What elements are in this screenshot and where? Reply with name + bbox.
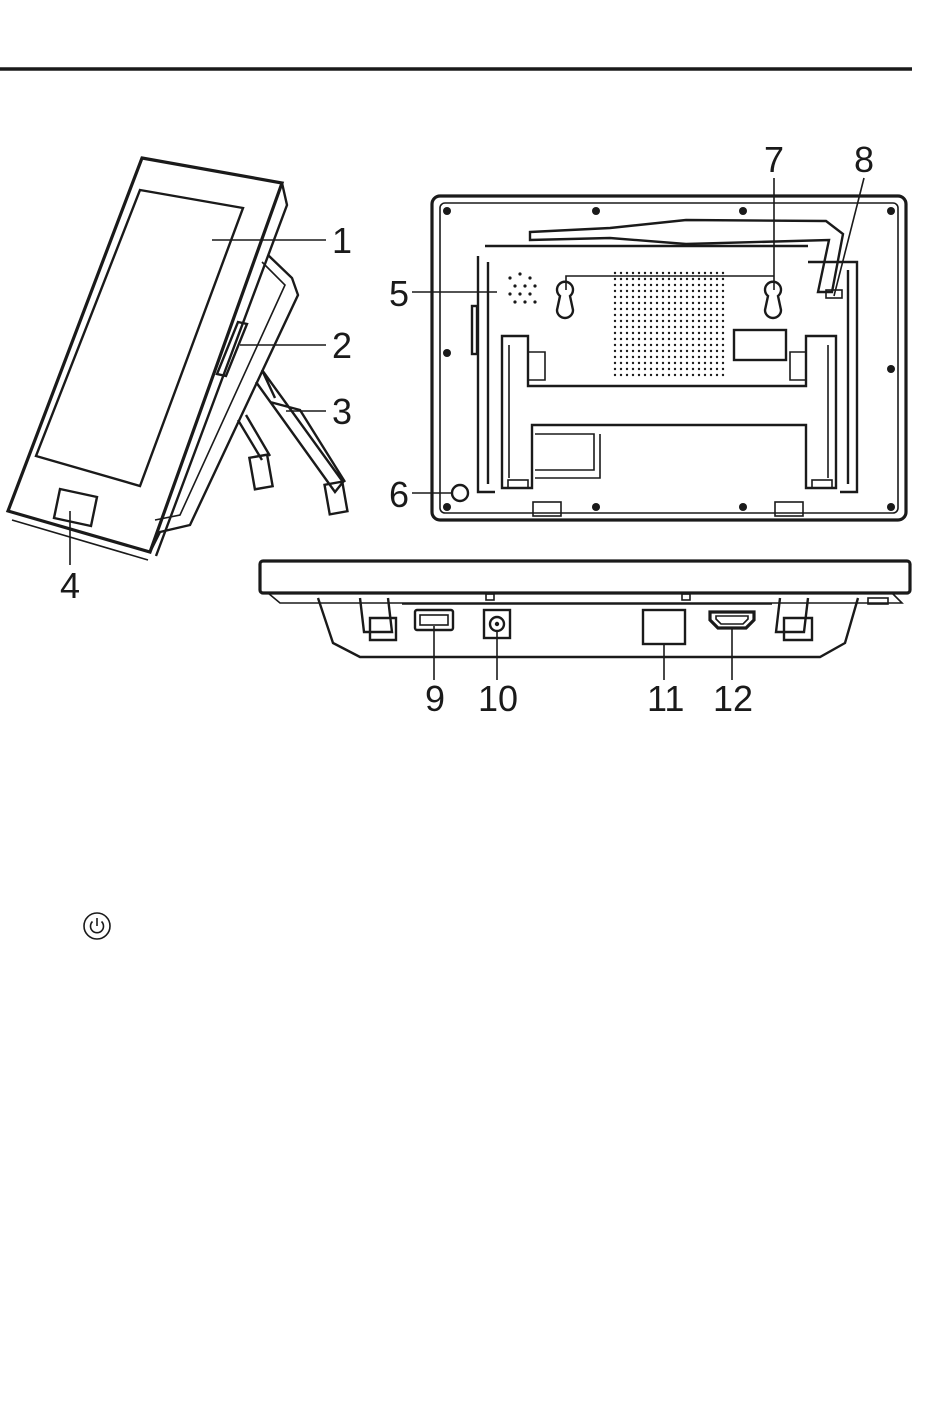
callout-6: 6	[389, 474, 409, 515]
callout-7: 7	[764, 139, 784, 180]
rear-view	[432, 196, 906, 520]
hdmi-port	[710, 612, 754, 628]
home-button-side	[54, 489, 97, 526]
callout-9: 9	[425, 678, 445, 719]
callout-2: 2	[332, 325, 352, 366]
keyhole-right	[765, 282, 781, 318]
screen-area	[36, 190, 243, 486]
reset-button	[452, 485, 468, 501]
vent-mesh	[612, 270, 726, 378]
side-view	[8, 158, 347, 560]
bottom-view	[260, 561, 910, 657]
callout-12: 12	[713, 678, 753, 719]
power-icon	[84, 913, 110, 939]
ethernet-port	[643, 610, 685, 644]
callout-8: 8	[854, 139, 874, 180]
callout-1: 1	[332, 220, 352, 261]
callout-4: 4	[60, 565, 80, 606]
callout-3: 3	[332, 391, 352, 432]
callout-5: 5	[389, 273, 409, 314]
keyhole-left	[557, 282, 573, 318]
callout-11: 11	[647, 678, 684, 719]
speaker-grille	[508, 272, 536, 303]
callout-10: 10	[478, 678, 518, 719]
